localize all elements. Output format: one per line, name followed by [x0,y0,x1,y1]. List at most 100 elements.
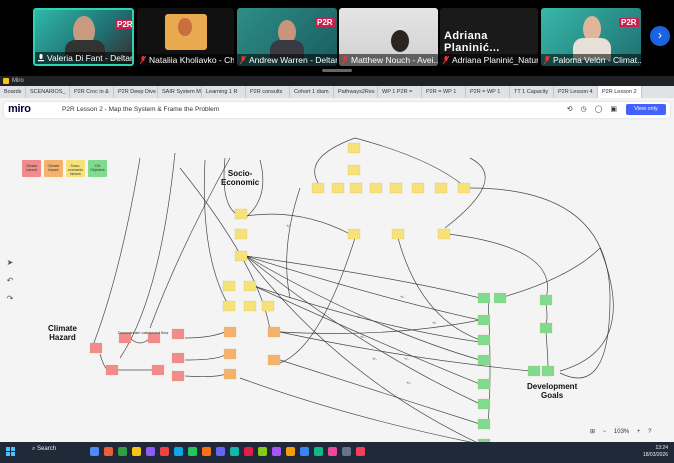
taskbar-app-icon[interactable] [202,447,211,456]
link-polarity-label: +/- [356,314,361,319]
zoom-in-button[interactable]: + [636,429,641,435]
redo-icon[interactable]: ↷ [6,294,14,303]
fit-screen-icon[interactable]: ⊞ [590,429,596,435]
legend-note[interactable]: Climate impact [44,160,63,177]
participant-name: Valeria Di Fant - Deltar... [47,53,132,63]
legend-note[interactable]: CW Objective [88,160,107,177]
taskbar-app-icon[interactable] [104,447,113,456]
link-polarity-label: +/- [360,334,365,339]
help-icon[interactable]: ? [648,429,652,435]
sticky-note [105,364,119,376]
participant-tile[interactable]: Adriana Planinić... Adriana Planinić_Nat… [440,8,538,66]
climate-hazard-label: Climate Hazard [48,324,77,343]
sticky-note [234,228,248,240]
sticky-note [477,378,491,390]
participant-name: Matthew Nouch - Avei... [351,55,438,65]
link-polarity-label: +/- [432,320,437,325]
chevron-right-icon[interactable]: › [650,26,670,46]
browser-tab[interactable]: WP 1 P2R = [378,86,422,98]
causal-link-arrow [314,137,356,187]
browser-tab[interactable]: P2R = WP 1 [466,86,510,98]
zoom-level[interactable]: 103% [613,429,630,435]
left-tool-panel: ➤ ↶ ↷ [3,254,17,314]
browser-tab[interactable]: SCENARIOS_ [26,86,70,98]
sticky-note [539,294,553,306]
taskbar-app-icon[interactable] [300,447,309,456]
zoom-out-button[interactable]: − [602,429,607,435]
taskbar-app-icon[interactable] [272,447,281,456]
taskbar-app-icon[interactable] [328,447,337,456]
legend-note[interactable]: Socio-economic factors [66,160,85,177]
causal-link-arrow [239,377,472,442]
browser-tab[interactable]: P2R = WP 1 [422,86,466,98]
sticky-note [171,370,185,382]
taskbar-app-icon[interactable] [356,447,365,456]
participant-tile[interactable]: Nataliia Kholiavko - Ch... [137,8,234,66]
legend-note[interactable]: Climate hazard [22,160,41,177]
sticky-note [477,292,491,304]
participant-tile[interactable]: P2R Andrew Warren - Deltares [237,8,337,66]
taskbar-app-icon[interactable] [258,447,267,456]
causal-link-arrow [545,303,548,325]
undo-icon[interactable]: ↶ [6,276,14,285]
browser-tab[interactable]: P2R Lesson 4 [554,86,598,98]
participant-name: Paloma Velón - Climat... [553,55,641,65]
browser-tab[interactable]: P2R Deep Dive [114,86,158,98]
causal-link-arrow [119,152,176,359]
browser-tab[interactable]: Boards [0,86,26,98]
browser-tab[interactable]: P2R Lesson 2 [598,86,642,98]
taskbar-app-icon[interactable] [132,447,141,456]
toolbar-icons[interactable]: ⟲ ◷ ◯ ▣ [566,106,620,113]
taskbar-app-icon[interactable] [286,447,295,456]
taskbar-app-icon[interactable] [244,447,253,456]
strip-scrollbar[interactable] [322,69,352,72]
browser-tab[interactable]: TT 1 Capacity [510,86,554,98]
browser-tab[interactable]: Learning 1 R [202,86,246,98]
browser-tab[interactable]: P2R Croc in & [70,86,114,98]
sticky-note [477,354,491,366]
view-only-button[interactable]: View only [626,104,666,115]
windows-taskbar: ⌕ Search 13:24 18/03/2026 [0,442,674,463]
taskbar-app-icon[interactable] [90,447,99,456]
select-cursor-icon[interactable]: ➤ [6,258,14,267]
causal-link-arrow [253,285,481,343]
participant-tile[interactable]: P2R Valeria Di Fant - Deltar... [33,8,134,66]
video-participant-strip: P2R Valeria Di Fant - Deltar... Nataliia… [0,0,674,76]
taskbar-app-icon[interactable] [174,447,183,456]
taskbar-app-icon[interactable] [188,447,197,456]
browser-tab[interactable]: P2R consults [246,86,290,98]
causal-link-arrow [245,213,351,235]
development-goals-label: Development Goals [527,382,578,401]
board-title[interactable]: P2R Lesson 2 - Map the System & Frame th… [62,106,220,113]
causal-link-arrow [244,159,264,219]
participant-name: Adriana Planinić_Natur... [452,55,538,65]
taskbar-app-icon[interactable] [160,447,169,456]
browser-tab[interactable]: Cohort 1 diam [290,86,334,98]
taskbar-search[interactable]: ⌕ Search [32,446,57,452]
taskbar-app-icon[interactable] [216,447,225,456]
causal-link-arrow [279,359,481,425]
taskbar-app-icon[interactable] [118,447,127,456]
browser-tab[interactable]: Pathways2Res [334,86,378,98]
causal-link-arrow [253,285,481,385]
link-polarity-label: +/- [400,294,405,299]
sticky-note [243,280,257,292]
p2r-logo: P2R [115,20,133,29]
miro-board-canvas[interactable]: +/-+/-+/-+/-+/-+/-+/-+/- miro P2R Lesson… [0,98,674,442]
taskbar-app-icon[interactable] [314,447,323,456]
participant-tile[interactable]: Matthew Nouch - Avei... [339,8,438,66]
windows-start-icon[interactable] [6,447,15,456]
taskbar-clock: 13:24 18/03/2026 [643,445,668,459]
taskbar-app-icon[interactable] [342,447,351,456]
sticky-note [457,182,471,194]
sticky-note [223,368,237,380]
participant-tile[interactable]: P2R Paloma Velón - Climat... [541,8,641,66]
causal-link-arrow [184,331,226,339]
taskbar-app-icon[interactable] [146,447,155,456]
taskbar-app-icon[interactable] [230,447,239,456]
causal-link-arrow [245,255,481,405]
browser-tab[interactable]: SAIR System M [158,86,202,98]
sticky-note [347,164,361,176]
